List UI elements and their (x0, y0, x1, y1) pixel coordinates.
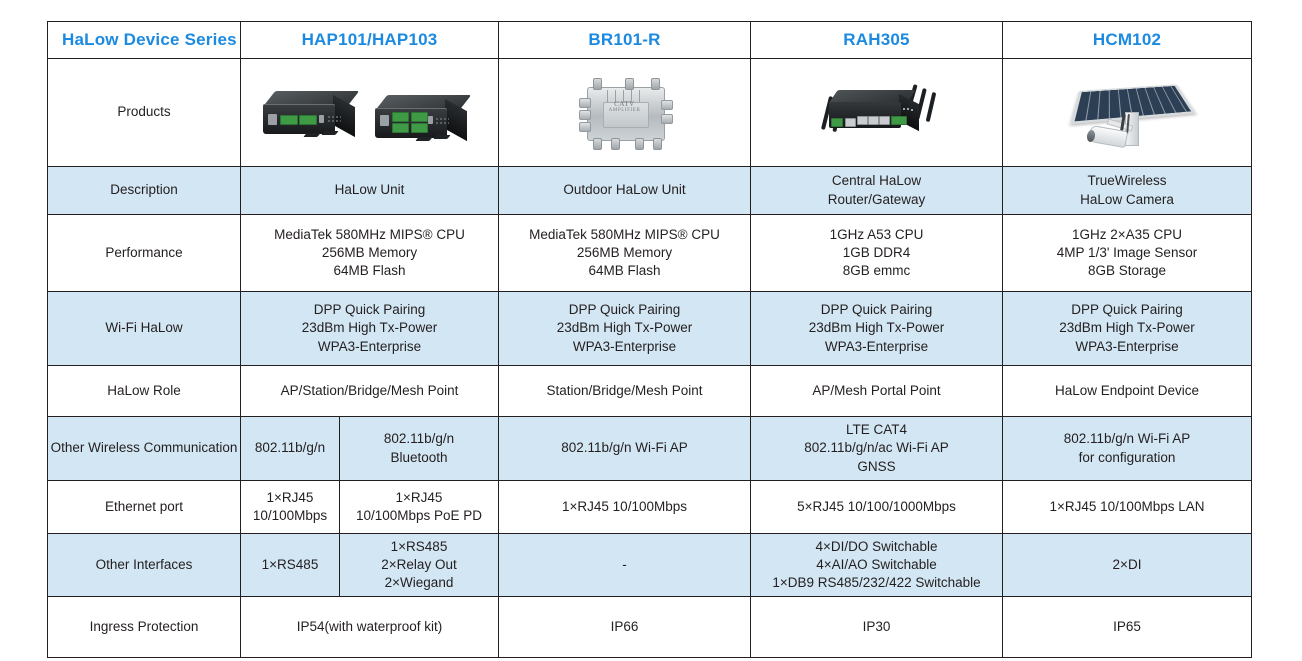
cell-wireless-hap101: 802.11b/g/n (241, 417, 340, 481)
cell-ethernet-rah305: 5×RJ45 10/100/1000Mbps (751, 481, 1003, 534)
cell-ethernet-br101r: 1×RJ45 10/100Mbps (499, 481, 751, 534)
row-other-interfaces: Other Interfaces 1×RS485 1×RS485 2×Relay… (48, 534, 1252, 597)
table-header-row: HaLow Device Series HAP101/HAP103 BR101-… (48, 22, 1252, 59)
halow-device-series-table: HaLow Device Series HAP101/HAP103 BR101-… (47, 21, 1252, 658)
row-label-description: Description (48, 167, 241, 215)
cell-interfaces-br101r: - (499, 534, 751, 597)
cell-interfaces-rah305: 4×DI/DO Switchable 4×AI/AO Switchable 1×… (751, 534, 1003, 597)
cell-performance-br101r: MediaTek 580MHz MIPS® CPU 256MB Memory 6… (499, 215, 751, 292)
header-col-br101r: BR101-R (499, 22, 751, 59)
cell-wireless-rah305: LTE CAT4 802.11b/g/n/ac Wi-Fi AP GNSS (751, 417, 1003, 481)
row-halow-role: HaLow Role AP/Station/Bridge/Mesh Point … (48, 366, 1252, 417)
row-products: Products (48, 59, 1252, 167)
header-col-hcm102: HCM102 (1003, 22, 1252, 59)
cell-wifi-rah305: DPP Quick Pairing 23dBm High Tx-Power WP… (751, 292, 1003, 366)
cell-wireless-hcm102: 802.11b/g/n Wi-Fi AP for configuration (1003, 417, 1252, 481)
cell-ingress-br101r: IP66 (499, 597, 751, 658)
cell-interfaces-hap101: 1×RS485 (241, 534, 340, 597)
cell-performance-hap101: MediaTek 580MHz MIPS® CPU 256MB Memory 6… (241, 215, 499, 292)
cell-wifi-hcm102: DPP Quick Pairing 23dBm High Tx-Power WP… (1003, 292, 1252, 366)
cell-ingress-rah305: IP30 (751, 597, 1003, 658)
row-ingress-protection: Ingress Protection IP54(with waterproof … (48, 597, 1252, 658)
row-label-other-interfaces: Other Interfaces (48, 534, 241, 597)
cell-interfaces-hcm102: 2×DI (1003, 534, 1252, 597)
row-description: Description HaLow Unit Outdoor HaLow Uni… (48, 167, 1252, 215)
cell-ethernet-hcm102: 1×RJ45 10/100Mbps LAN (1003, 481, 1252, 534)
row-performance: Performance MediaTek 580MHz MIPS® CPU 25… (48, 215, 1252, 292)
product-image-hap101-hap103 (241, 59, 499, 167)
row-label-performance: Performance (48, 215, 241, 292)
row-label-products: Products (48, 59, 241, 167)
cell-description-hcm102: TrueWireless HaLow Camera (1003, 167, 1252, 215)
cell-interfaces-hap103: 1×RS485 2×Relay Out 2×Wiegand (340, 534, 499, 597)
cell-ingress-hap101: IP54(with waterproof kit) (241, 597, 499, 658)
cell-role-hap101: AP/Station/Bridge/Mesh Point (241, 366, 499, 417)
header-col-rah305: RAH305 (751, 22, 1003, 59)
cell-description-hap101: HaLow Unit (241, 167, 499, 215)
row-label-ethernet-port: Ethernet port (48, 481, 241, 534)
cell-ethernet-hap103: 1×RJ45 10/100Mbps PoE PD (340, 481, 499, 534)
cell-ethernet-hap101: 1×RJ45 10/100Mbps (241, 481, 340, 534)
row-other-wireless-communication: Other Wireless Communication 802.11b/g/n… (48, 417, 1252, 481)
cell-wifi-br101r: DPP Quick Pairing 23dBm High Tx-Power WP… (499, 292, 751, 366)
product-image-rah305 (751, 59, 1003, 167)
header-series-label: HaLow Device Series (48, 22, 241, 59)
row-ethernet-port: Ethernet port 1×RJ45 10/100Mbps 1×RJ45 1… (48, 481, 1252, 534)
cell-wifi-hap101: DPP Quick Pairing 23dBm High Tx-Power WP… (241, 292, 499, 366)
row-label-wifi-halow: Wi-Fi HaLow (48, 292, 241, 366)
row-label-halow-role: HaLow Role (48, 366, 241, 417)
product-image-br101-r: CATV AMPLIFIER (499, 59, 751, 167)
cell-role-rah305: AP/Mesh Portal Point (751, 366, 1003, 417)
cell-performance-rah305: 1GHz A53 CPU 1GB DDR4 8GB emmc (751, 215, 1003, 292)
cell-role-br101r: Station/Bridge/Mesh Point (499, 366, 751, 417)
row-label-other-wireless: Other Wireless Communication (48, 417, 241, 481)
cell-description-rah305: Central HaLow Router/Gateway (751, 167, 1003, 215)
cell-wireless-hap103: 802.11b/g/n Bluetooth (340, 417, 499, 481)
row-wifi-halow: Wi-Fi HaLow DPP Quick Pairing 23dBm High… (48, 292, 1252, 366)
cell-description-br101r: Outdoor HaLow Unit (499, 167, 751, 215)
cell-performance-hcm102: 1GHz 2×A35 CPU 4MP 1/3' Image Sensor 8GB… (1003, 215, 1252, 292)
header-col-hap101: HAP101/HAP103 (241, 22, 499, 59)
cell-role-hcm102: HaLow Endpoint Device (1003, 366, 1252, 417)
product-image-hcm102 (1003, 59, 1252, 167)
cell-ingress-hcm102: IP65 (1003, 597, 1252, 658)
cell-wireless-br101r: 802.11b/g/n Wi-Fi AP (499, 417, 751, 481)
row-label-ingress-protection: Ingress Protection (48, 597, 241, 658)
